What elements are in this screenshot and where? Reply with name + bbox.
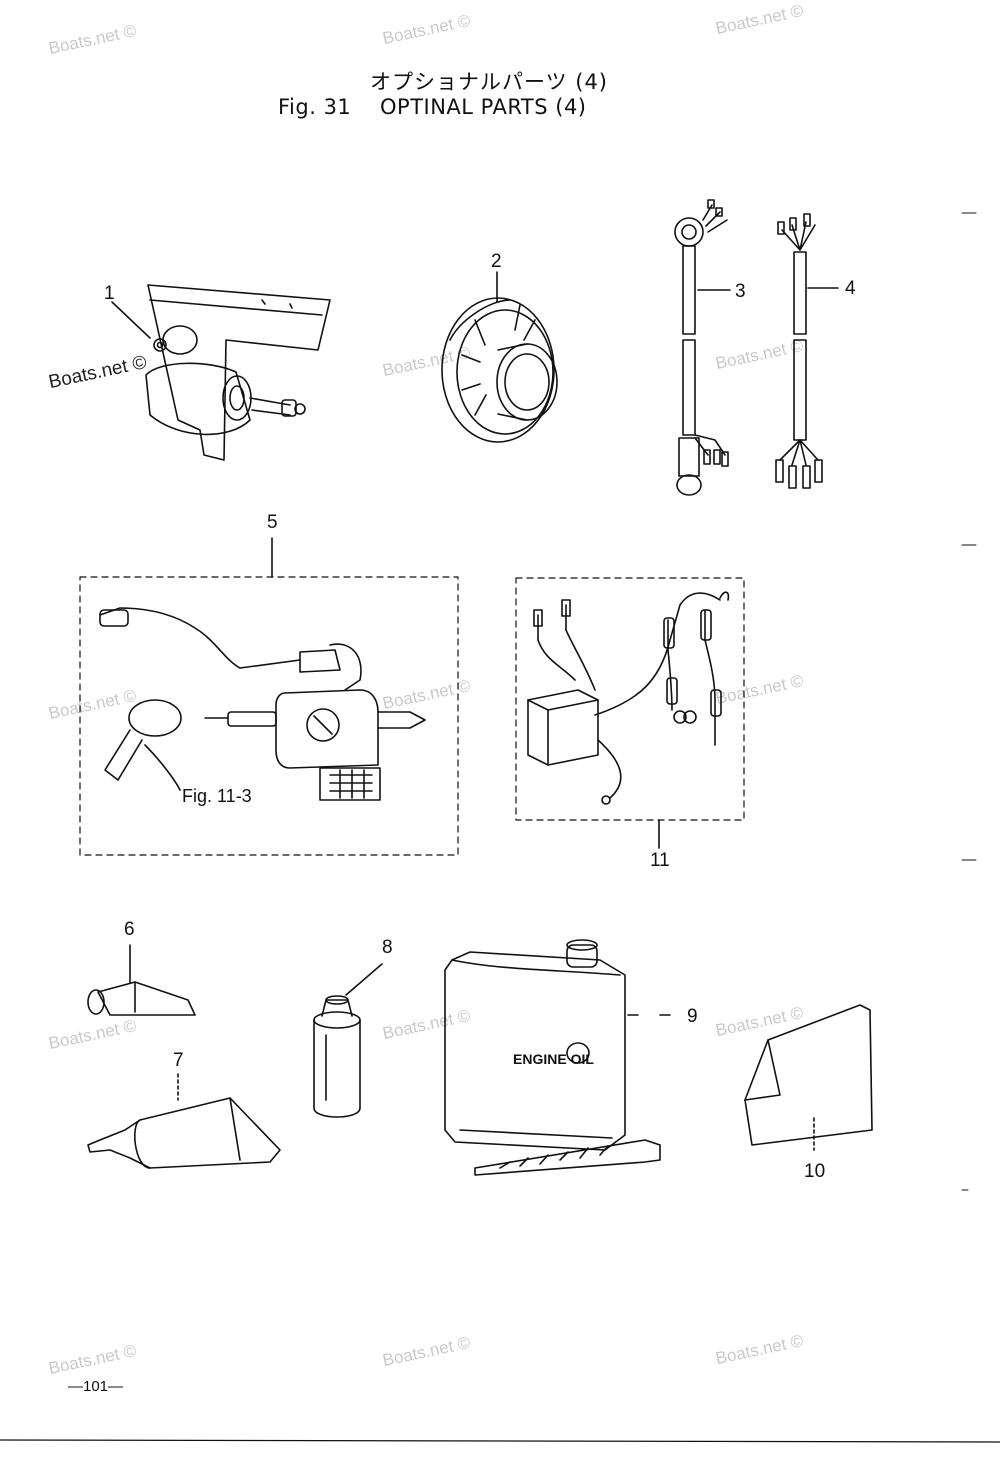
part-1-gearcase-anode bbox=[111, 284, 331, 461]
figure-reference-label: Fig. 11-3 bbox=[182, 786, 252, 806]
callout-10: 10 bbox=[804, 1161, 825, 1182]
callout-9: 9 bbox=[687, 1006, 698, 1027]
callout-6: 6 bbox=[124, 919, 135, 940]
part-5-group-box bbox=[79, 576, 459, 856]
part-6-grease-tube bbox=[87, 944, 196, 1016]
part-11-group-box bbox=[515, 577, 745, 821]
page-title: Fig. 31 OPTINAL PARTS (4) bbox=[278, 95, 587, 119]
callout-2: 2 bbox=[491, 251, 502, 272]
callout-4: 4 bbox=[845, 278, 856, 299]
part-3-wire-harness bbox=[674, 199, 731, 496]
part-11-rectifier-kit bbox=[527, 591, 730, 805]
part-8-spray-can bbox=[313, 963, 383, 1118]
figure-number: Fig. 31 bbox=[278, 95, 352, 119]
part-10-parts-bag bbox=[744, 1004, 873, 1151]
callout-3: 3 bbox=[735, 281, 746, 302]
page-title-japanese: オプショナルパーツ (4) bbox=[370, 70, 609, 94]
part-4-wire-harness bbox=[775, 213, 839, 489]
callout-11: 11 bbox=[650, 850, 670, 871]
part-5-fuel-pump-kit bbox=[99, 607, 426, 801]
part-2-thrust-hub bbox=[441, 271, 558, 443]
page-number: —101— bbox=[68, 1378, 124, 1395]
callout-8: 8 bbox=[382, 937, 393, 958]
figure-title: OPTINAL PARTS (4) bbox=[380, 95, 587, 119]
part-9-oil-container bbox=[444, 939, 673, 1176]
oil-container-label: ENGINE OIL bbox=[513, 1051, 594, 1067]
callout-5: 5 bbox=[267, 512, 278, 533]
callout-7: 7 bbox=[173, 1050, 184, 1071]
callout-1: 1 bbox=[104, 283, 115, 304]
part-7-sealant-tube bbox=[87, 1073, 281, 1169]
